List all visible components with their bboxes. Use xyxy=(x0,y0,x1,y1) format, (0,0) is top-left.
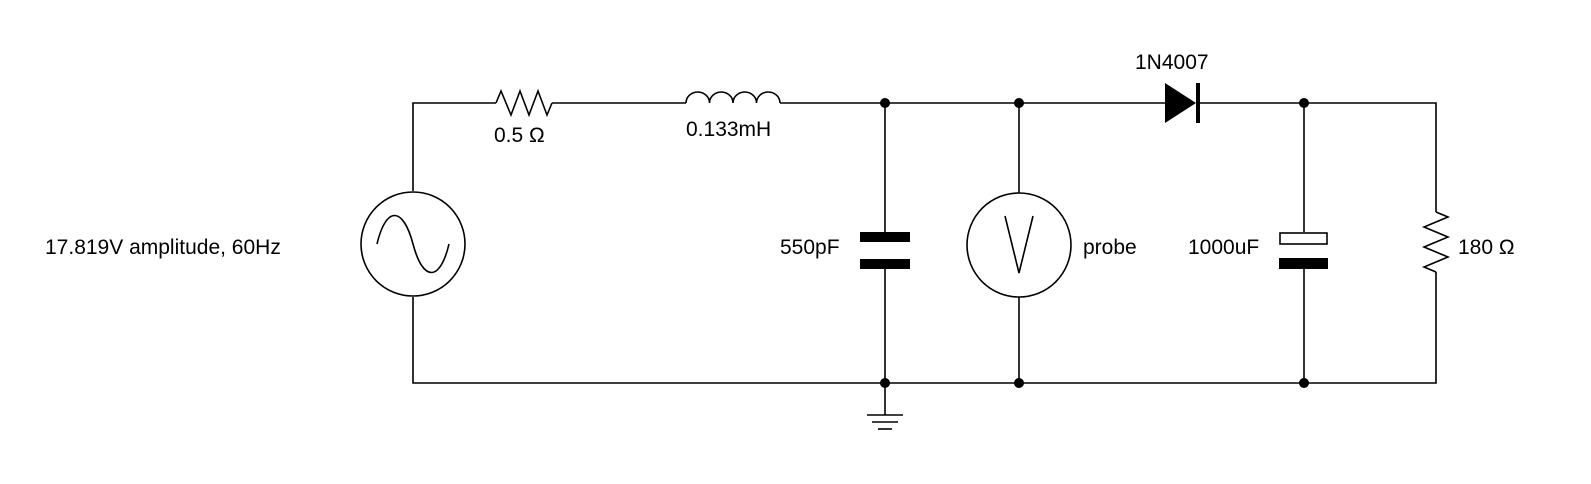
voltage-probe xyxy=(966,192,1072,298)
junction-node xyxy=(880,378,890,388)
wire-diode-to-right xyxy=(1200,102,1437,212)
source-label: 17.819V amplitude, 60Hz xyxy=(45,236,281,259)
junction-node xyxy=(1014,98,1024,108)
wire-left-top xyxy=(412,102,496,191)
wire-load-bottom xyxy=(412,272,1437,384)
inductor-label: 0.133mH xyxy=(686,118,771,141)
capacitor-filter xyxy=(1279,232,1328,269)
junction-node xyxy=(880,98,890,108)
capacitor-small xyxy=(860,232,910,269)
resistor-load xyxy=(1421,211,1451,273)
diode xyxy=(1165,83,1200,123)
diode-label: 1N4007 xyxy=(1135,51,1209,74)
capacitor-small-label: 550pF xyxy=(780,236,840,259)
ac-voltage-source xyxy=(360,191,466,297)
junction-nodes xyxy=(880,98,1309,388)
resistor-load-label: 180 Ω xyxy=(1458,236,1515,259)
ground-symbol xyxy=(867,383,903,430)
resistor-series-label: 0.5 Ω xyxy=(494,124,545,147)
resistor-series xyxy=(495,88,553,118)
capacitor-filter-label: 1000uF xyxy=(1188,236,1259,259)
junction-node xyxy=(1299,98,1309,108)
junction-node xyxy=(1014,378,1024,388)
sine-wave-icon xyxy=(376,214,450,274)
junction-node xyxy=(1299,378,1309,388)
inductor xyxy=(685,91,781,104)
voltmeter-v-icon xyxy=(1004,215,1034,274)
wires xyxy=(412,102,1437,384)
probe-label: probe xyxy=(1083,236,1137,259)
